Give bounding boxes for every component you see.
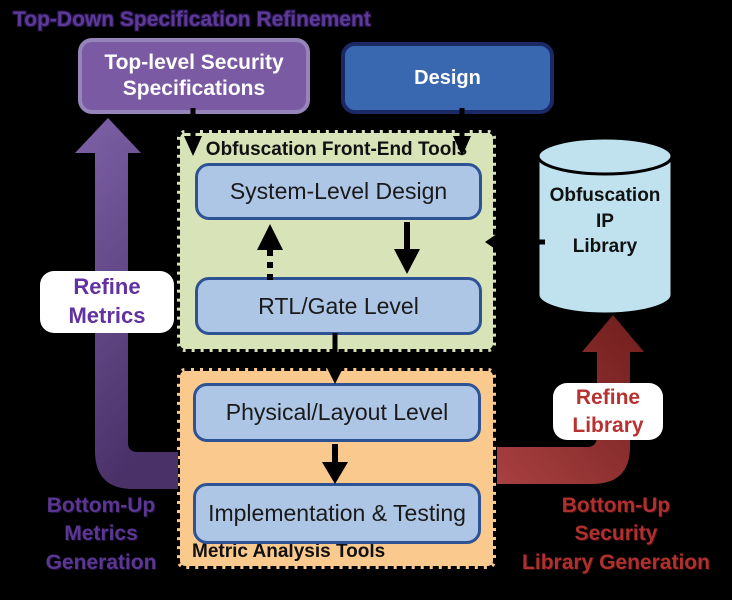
obfuscation-ip-library-cylinder bbox=[536, 136, 674, 316]
rtl-gate-level-box: RTL/Gate Level bbox=[195, 277, 482, 335]
ip-library-label: Obfuscation IP Library bbox=[549, 185, 661, 258]
front-end-tools-label: Obfuscation Front-End Tools bbox=[205, 139, 468, 160]
refine-library-label: Refine Library bbox=[553, 383, 663, 440]
refine-metrics-label: Refine Metrics bbox=[40, 271, 174, 333]
bottom-up-metrics-generation-caption: Bottom-Up Metrics Generation bbox=[45, 494, 157, 574]
bottom-up-security-library-generation-caption: Bottom-Up Security Library Generation bbox=[522, 494, 710, 574]
implementation-testing-box: Implementation & Testing bbox=[193, 483, 481, 544]
cylinder-body bbox=[536, 156, 674, 316]
diagram-title: Top-Down Specification Refinement bbox=[13, 8, 371, 31]
top-level-security-specifications-box: Top-level Security Specifications bbox=[78, 38, 310, 114]
design-box: Design bbox=[341, 42, 554, 114]
system-level-design-box: System-Level Design bbox=[195, 163, 482, 220]
cylinder-top bbox=[536, 136, 674, 176]
metric-analysis-tools-label: Metric Analysis Tools bbox=[192, 541, 386, 562]
physical-layout-level-box: Physical/Layout Level bbox=[193, 383, 481, 442]
